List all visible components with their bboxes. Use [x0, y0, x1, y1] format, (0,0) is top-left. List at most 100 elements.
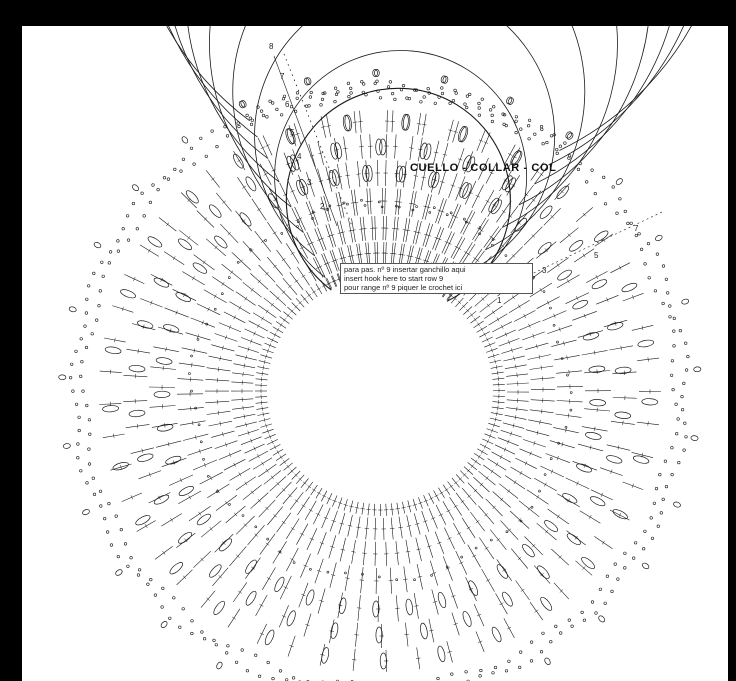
- chain-dot-1: [250, 118, 254, 122]
- shell-cluster-row-6: [153, 494, 170, 505]
- shell-cluster-row-6: [330, 143, 339, 160]
- chain-dot-1: [643, 529, 647, 533]
- stitch-bar-row-5: [502, 568, 507, 572]
- stitch-bar-row-1: [294, 305, 298, 309]
- shell-cluster-row-5: [488, 197, 500, 213]
- chain-dot-3: [569, 391, 573, 394]
- stitch-bar-row-5: [402, 173, 408, 175]
- stitch-bar-row-3: [225, 442, 228, 447]
- chain-dot-2: [666, 291, 670, 295]
- chain-dot-1: [307, 104, 311, 108]
- stitch-bar-row-2: [270, 475, 274, 480]
- chain-dot-3: [460, 555, 464, 559]
- chain-dot-1: [605, 574, 610, 578]
- stitch-bar-row-2: [265, 309, 269, 314]
- picot-loop: [374, 69, 380, 77]
- row-number-5-left: 5: [290, 128, 295, 137]
- stitch-bar-row-1: [327, 282, 332, 285]
- chain-dot-3: [200, 440, 203, 444]
- stitch-bar-row-3: [519, 470, 523, 476]
- stitch-bar-row-7: [326, 125, 331, 127]
- chain-dot-2: [271, 101, 275, 105]
- shell-cluster-row-5: [196, 513, 211, 526]
- stitch-bar-row-5: [326, 178, 332, 180]
- shell-cluster-row-7: [379, 652, 387, 670]
- stitch-bar-row-4: [565, 427, 567, 433]
- chain-dot-1: [304, 104, 309, 108]
- stitch-bar-row-3: [500, 497, 504, 502]
- stitch-bar-row-3: [299, 246, 305, 250]
- chain-dot-1: [436, 676, 440, 681]
- stitch-bar-row-2: [356, 254, 361, 256]
- chain-dot-2: [199, 136, 203, 140]
- chain-dot-2: [570, 624, 574, 628]
- stitch-bar-row-7: [120, 464, 122, 470]
- shell-cluster-row-6: [245, 590, 257, 606]
- stitch-bar-row-1: [282, 318, 286, 322]
- stitch-bar-row-2: [415, 523, 420, 525]
- chain-dot-2: [190, 631, 194, 636]
- row-arc-3: [254, 26, 555, 272]
- stitch-bar-row-1: [276, 450, 280, 455]
- chain-dot-3: [190, 354, 193, 358]
- chain-dot-2: [92, 271, 96, 275]
- stitch-bar-row-3: [532, 333, 535, 339]
- chain-dot-1: [603, 202, 608, 206]
- stitch-bar-row-1: [332, 499, 337, 503]
- stitch-bar-row-7: [259, 632, 265, 636]
- chain-dot-3: [566, 373, 569, 377]
- shell-cluster-row-6: [375, 626, 383, 644]
- chain-dot-3: [311, 210, 315, 214]
- stitch-bar-row-1: [290, 309, 294, 313]
- shell-cluster-row-5: [165, 455, 182, 465]
- stitch-bar-row-3: [523, 313, 526, 319]
- stitch-bar-row-3: [319, 542, 325, 545]
- stitch-bar-row-6: [550, 215, 554, 219]
- stitch-bar-row-1: [307, 293, 312, 297]
- chain-dot-3: [464, 220, 468, 224]
- stitch-bar-row-4: [567, 413, 569, 418]
- stitch-bar-row-1: [360, 508, 366, 510]
- stitch-bar-row-2: [294, 279, 299, 283]
- stitch-bar-row-2: [265, 468, 269, 473]
- stitch-bar-row-2: [339, 522, 345, 525]
- stitch-bar-row-1: [488, 342, 491, 347]
- shell-cluster-row-5: [468, 580, 479, 596]
- chain-dot-2: [136, 573, 141, 577]
- shell-cluster-row-7: [112, 462, 129, 471]
- row-number-4-left: 4: [297, 152, 302, 161]
- chain-dot-3: [278, 550, 282, 554]
- stitch-bar-row-2: [331, 260, 336, 262]
- stitch-bar-row-5: [468, 191, 473, 194]
- stitch-bar-row-5: [266, 577, 271, 580]
- stitch-bar-row-1: [453, 297, 457, 301]
- chain-dot-1: [519, 127, 523, 131]
- stitch-bar-row-4: [472, 554, 477, 558]
- chain-dot-2: [178, 625, 182, 629]
- chain-dot-1: [261, 113, 266, 118]
- stitch-bar-row-1: [279, 455, 283, 460]
- stitch-bar-row-2: [486, 303, 490, 308]
- chain-dot-1: [450, 672, 454, 676]
- stitch-bar-row-7: [483, 141, 488, 144]
- chain-dot-1: [319, 103, 323, 107]
- stitch-bar-row-7: [237, 159, 242, 162]
- chain-dot-2: [160, 605, 164, 609]
- chain-dot-3: [556, 340, 559, 344]
- chain-dot-3: [249, 248, 252, 251]
- picot-loop: [693, 366, 702, 373]
- stitch-bar-row-6: [588, 514, 592, 520]
- stitch-bar-row-2: [516, 372, 518, 378]
- stitch-bar-row-1: [423, 499, 428, 502]
- stitch-bar-row-3: [281, 258, 286, 262]
- stitch-bar-row-5: [583, 313, 586, 318]
- chain-dot-2: [492, 105, 496, 109]
- chain-dot-1: [419, 100, 423, 104]
- stitch-bar-row-2: [347, 524, 353, 527]
- stitch-bar-row-3: [427, 545, 432, 548]
- stitch-bar-row-2: [245, 422, 247, 427]
- stitch-bar-row-1: [279, 322, 283, 327]
- shell-cluster-row-5: [175, 292, 191, 302]
- chain-dot-2: [125, 214, 130, 218]
- chain-dot-2: [388, 80, 393, 84]
